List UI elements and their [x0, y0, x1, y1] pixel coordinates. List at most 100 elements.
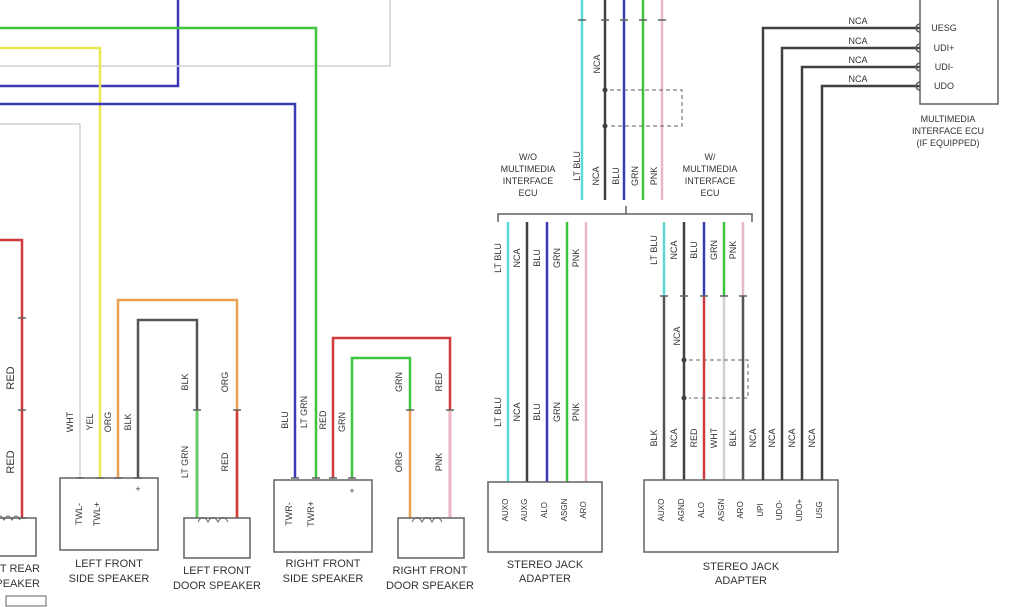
ecu-pin-mark: [915, 23, 921, 33]
wire-yel: [0, 46, 102, 478]
jack2-top-label: GRN: [709, 240, 719, 260]
jack2-bot-label: NCA: [807, 428, 817, 447]
right-front-door-speaker-group: GRN RED ORG PNK RIGHT FRONT DOOR SPEAKER: [386, 372, 474, 592]
wire-wht: [0, 123, 81, 478]
shield-dash: [689, 359, 749, 399]
jack1-top-label: BLU: [532, 249, 542, 267]
wo-label-4: ECU: [518, 188, 537, 198]
jack2-bot-label: NCA: [767, 428, 777, 447]
jack2-top-label: PNK: [728, 241, 738, 260]
w-label-1: W/: [705, 152, 716, 162]
jack1-bot-label: PNK: [571, 403, 581, 422]
left-rear-speaker: [0, 517, 37, 557]
jack1-bot-label: BLU: [532, 403, 542, 421]
ecu-wire: [820, 84, 920, 480]
lfs-pin-3: +: [135, 484, 140, 494]
rfd-name-1: RIGHT FRONT: [393, 565, 468, 577]
jack2-pin: ALO: [697, 502, 706, 518]
rfs-name-1: RIGHT FRONT: [286, 558, 361, 570]
left-front-door-speaker-group: BLK ORG LT GRN RED LEFT FRONT DOOR SPEAK…: [173, 372, 261, 592]
ecu-pin-mark: [915, 62, 921, 72]
jack2-bot-label: NCA: [748, 428, 758, 447]
wire-blu-top: [0, 0, 180, 88]
rfd-wire-4: PNK: [434, 453, 444, 472]
rfd-wire-2: RED: [434, 372, 444, 392]
jack2-name-1: STEREO JACK: [703, 561, 780, 573]
jack2-bot-label: RED: [689, 428, 699, 448]
top-bus-label-1: LT BLU: [572, 151, 582, 181]
wire-rear-red: [0, 238, 24, 520]
ecu-pin-label: UDO: [934, 81, 954, 91]
lfs-name-2: SIDE SPEAKER: [69, 573, 150, 585]
splice-dot: [681, 357, 687, 363]
left-front-side-speaker: [59, 477, 159, 551]
top-left-wires: [0, 0, 391, 478]
jack1-pin: AUXO: [501, 499, 510, 522]
splice-dot: [681, 395, 687, 401]
lfs-wire-3: ORG: [103, 412, 113, 433]
stereo-jack-adapter-2: [643, 479, 839, 553]
jack2-bot-label: BLK: [728, 429, 738, 446]
jack1-top-label: LT BLU: [493, 243, 503, 273]
rfs-pin-1: TWR-: [284, 502, 294, 526]
center-bus: NCA LT BLU NCA BLU GRN PNK W/O MULTIMEDI…: [18, 0, 753, 519]
lfd-wire-2: ORG: [220, 372, 230, 393]
lfs-wire-1: WHT: [65, 411, 75, 432]
top-bus-label-4: GRN: [630, 166, 640, 186]
ecu-pin-label: UDI+: [934, 43, 955, 53]
wo-label-3: INTERFACE: [503, 176, 554, 186]
rfd-coil-icon: [411, 517, 443, 524]
top-bus-labels: LT BLU NCA BLU GRN PNK: [572, 151, 659, 186]
jack2-bot-label: NCA: [787, 428, 797, 447]
ecu-wire-label: NCA: [848, 55, 867, 65]
wire-org-lfs: [116, 298, 239, 518]
rfs-name-2: SIDE SPEAKER: [283, 573, 364, 585]
jack1-pin: AUXG: [520, 499, 529, 522]
jack2-name-2: ADAPTER: [715, 575, 767, 587]
lfs-wire-2: YEL: [85, 413, 95, 430]
left-front-side-speaker-group: TWL- TWL+ + WHT YEL ORG BLK LEFT FRONT S…: [59, 298, 239, 585]
ecu-pin-label: UESG: [931, 23, 957, 33]
jack1-top-label: NCA: [512, 248, 522, 267]
jack1-top-label: PNK: [571, 249, 581, 268]
jack1-pin: ASGN: [560, 498, 569, 521]
jack2-mid-nca: NCA: [672, 326, 682, 345]
ecu-wire: [800, 65, 920, 480]
stereo-jack-adapter-1: [487, 481, 603, 553]
left-rear-speaker-name-2: SPEAKER: [0, 578, 40, 590]
ecu-name-2: INTERFACE ECU: [912, 126, 984, 136]
top-bus-label-5: PNK: [649, 167, 659, 186]
ecu-wire: [780, 46, 920, 480]
lfd-wire-1: BLK: [180, 373, 190, 390]
rfs-pin-2: TWR+: [306, 501, 316, 527]
jack2-top-label: BLU: [689, 241, 699, 259]
jack2-bot-label: WHT: [709, 427, 719, 448]
right-front-side-speaker-group: TWR- TWR+ + BLU LT GRN RED GRN RIGHT FRO…: [273, 336, 452, 585]
lfd-name-1: LEFT FRONT: [183, 565, 251, 577]
ecu-wire-label: NCA: [848, 36, 867, 46]
jack2-pin: ASGN: [717, 498, 726, 521]
jack2-pin: USG: [815, 501, 824, 518]
ecu-wire-label: NCA: [848, 74, 867, 84]
left-front-door-speaker: [183, 517, 251, 559]
branch-bracket: [497, 206, 753, 222]
jack2-pin: UDO-: [775, 499, 784, 520]
wo-label-2: MULTIMEDIA: [501, 164, 556, 174]
rfs-pin-3: +: [349, 486, 354, 496]
left-rear-speaker-name-1: LEFT REAR: [0, 563, 40, 575]
right-front-side-speaker: [273, 479, 373, 553]
lfd-coil-icon: [197, 517, 229, 524]
jack1-pin: ALO: [540, 502, 549, 518]
jack1-bot-label: NCA: [512, 402, 522, 421]
ecu-pin-label: UDI-: [935, 62, 954, 72]
jack1-bot-label: LT BLU: [493, 397, 503, 427]
lfd-name-2: DOOR SPEAKER: [173, 580, 261, 592]
multimedia-interface-ecu: [919, 0, 999, 105]
jack2-bot-label: BLK: [649, 429, 659, 446]
ecu-wire: [761, 26, 920, 480]
wire-gray-box: [0, 0, 391, 67]
wire-blu-long: [0, 102, 297, 478]
splice-dot: [602, 123, 608, 129]
